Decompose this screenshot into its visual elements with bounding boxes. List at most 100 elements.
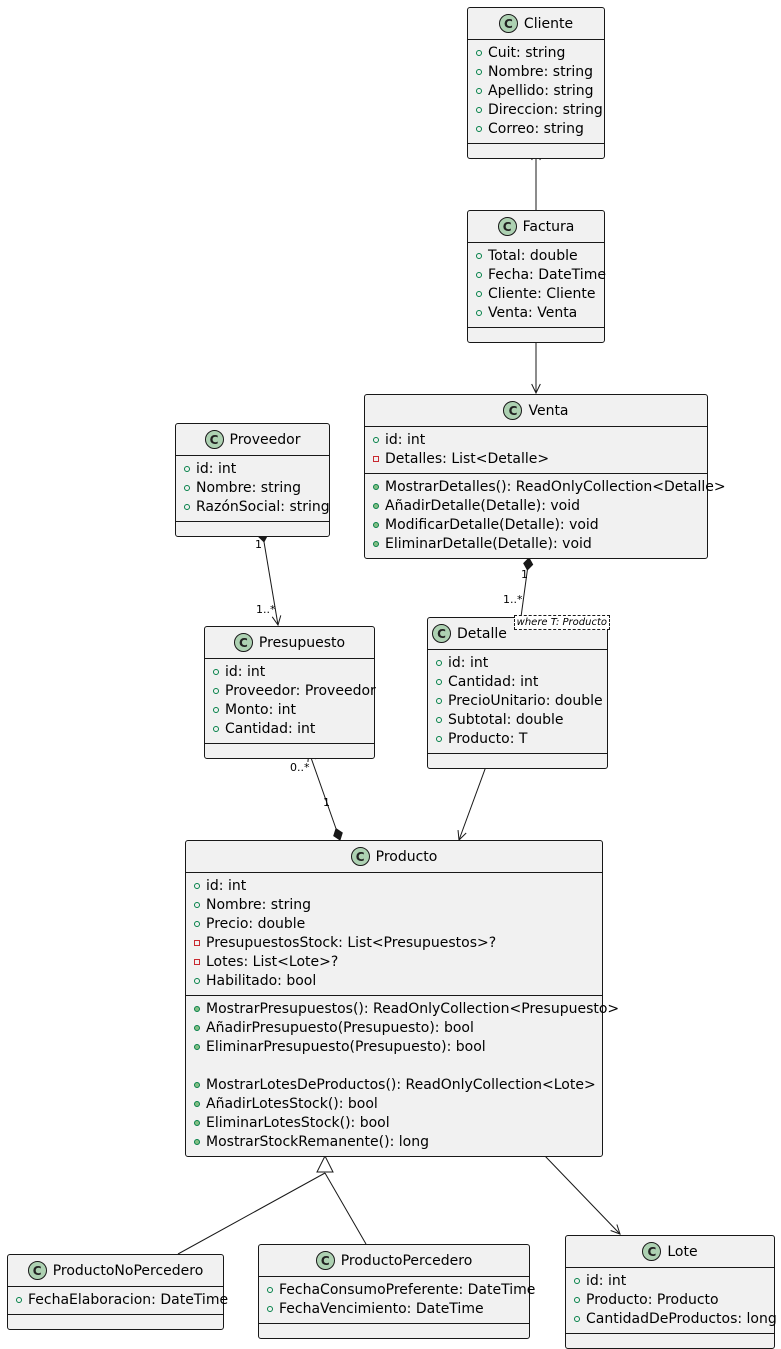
attribute-row: Producto: Producto (566, 1290, 774, 1309)
public-visibility-icon (476, 252, 482, 259)
attribute-text: id: int (196, 460, 237, 477)
attribute-text: id: int (448, 654, 489, 671)
public-visibility-icon (574, 1296, 580, 1303)
method-row: AñadirPresupuesto(Presupuesto): bool (186, 1018, 602, 1037)
public-visibility-icon (476, 309, 482, 316)
class-stereotype-icon: C (315, 1251, 335, 1270)
attribute-row: FechaElaboracion: DateTime (8, 1290, 228, 1309)
attribute-row: PrecioUnitario: double (428, 691, 607, 710)
class-stereotype-icon: C (27, 1261, 47, 1280)
multiplicity-proveedor-end: 1 (255, 538, 262, 551)
edge-producto-lote (544, 1155, 621, 1235)
attribute-text: Nombre: string (206, 896, 311, 913)
attribute-text: CantidadDeProductos: long (586, 1310, 777, 1327)
attribute-row: RazónSocial: string (176, 497, 330, 516)
methods-section (468, 143, 604, 158)
public-visibility-icon (574, 1277, 580, 1284)
public-visibility-icon (194, 1081, 200, 1088)
methods-section (566, 1333, 774, 1348)
method-row: ModificarDetalle(Detalle): void (365, 515, 707, 534)
class-name: Presupuesto (258, 634, 346, 651)
public-visibility-icon (16, 1296, 22, 1303)
attribute-row: Proveedor: Proveedor (205, 681, 376, 700)
public-visibility-icon (476, 49, 482, 56)
methods-section (428, 753, 607, 768)
attribute-row: id: int (186, 876, 602, 895)
attribute-row: Precio: double (186, 914, 602, 933)
method-text: AñadirLotesStock(): bool (206, 1095, 378, 1112)
attribute-row: Cantidad: int (428, 672, 607, 691)
methods-section: MostrarPresupuestos(): ReadOnlyCollectio… (186, 995, 619, 1156)
method-text: EliminarLotesStock(): bool (206, 1114, 390, 1131)
attribute-text: Habilitado: bool (206, 972, 317, 989)
attribute-row: Habilitado: bool (186, 971, 602, 990)
class-stereotype-icon: C (233, 633, 253, 652)
attribute-text: Precio: double (206, 915, 306, 932)
public-visibility-icon (194, 920, 200, 927)
attribute-text: Subtotal: double (448, 711, 564, 728)
methods-section (259, 1323, 529, 1338)
attribute-text: FechaVencimiento: DateTime (279, 1300, 484, 1317)
method-text: AñadirPresupuesto(Presupuesto): bool (206, 1019, 474, 1036)
attribute-row: PresupuestosStock: List<Presupuestos>? (186, 933, 602, 952)
attribute-row: Direccion: string (468, 100, 604, 119)
public-visibility-icon (436, 678, 442, 685)
public-visibility-icon (574, 1315, 580, 1322)
public-visibility-icon (194, 977, 200, 984)
public-visibility-icon (373, 540, 379, 547)
method-text: MostrarPresupuestos(): ReadOnlyCollectio… (206, 1000, 620, 1017)
method-row: EliminarPresupuesto(Presupuesto): bool (186, 1037, 602, 1056)
attribute-row: Monto: int (205, 700, 374, 719)
class-name: Producto (375, 848, 438, 865)
attribute-text: Monto: int (225, 701, 296, 718)
public-visibility-icon (194, 1005, 200, 1012)
attribute-row: id: int (365, 430, 707, 449)
attribute-text: FechaElaboracion: DateTime (28, 1291, 229, 1308)
public-visibility-icon (373, 521, 379, 528)
class-stereotype-icon: C (204, 430, 224, 449)
method-text: MostrarStockRemanente(): long (206, 1133, 429, 1150)
private-visibility-icon (373, 455, 379, 462)
attribute-text: Fecha: DateTime (488, 266, 606, 283)
method-row: EliminarLotesStock(): bool (186, 1113, 602, 1132)
class-name: Venta (528, 402, 569, 419)
class-stereotype-icon: C (432, 624, 451, 643)
public-visibility-icon (194, 1043, 200, 1050)
public-visibility-icon (436, 659, 442, 666)
attribute-row: Subtotal: double (428, 710, 607, 729)
class-name: Proveedor (229, 431, 301, 448)
method-text: EliminarDetalle(Detalle): void (385, 535, 592, 552)
methods-section (176, 521, 329, 536)
edge-productopercedero-producto (324, 1172, 367, 1245)
class-name: Lote (667, 1243, 698, 1260)
public-visibility-icon (476, 106, 482, 113)
attribute-text: Direccion: string (488, 101, 603, 118)
public-visibility-icon (213, 725, 219, 732)
public-visibility-icon (194, 1119, 200, 1126)
attribute-text: Lotes: List<Lote>? (206, 953, 339, 970)
arrowhead-icon (271, 615, 282, 627)
attribute-text: Cuit: string (488, 44, 566, 61)
attribute-text: Venta: Venta (488, 304, 578, 321)
method-text: MostrarDetalles(): ReadOnlyCollection<De… (385, 478, 726, 495)
attribute-row: Total: double (468, 246, 604, 265)
